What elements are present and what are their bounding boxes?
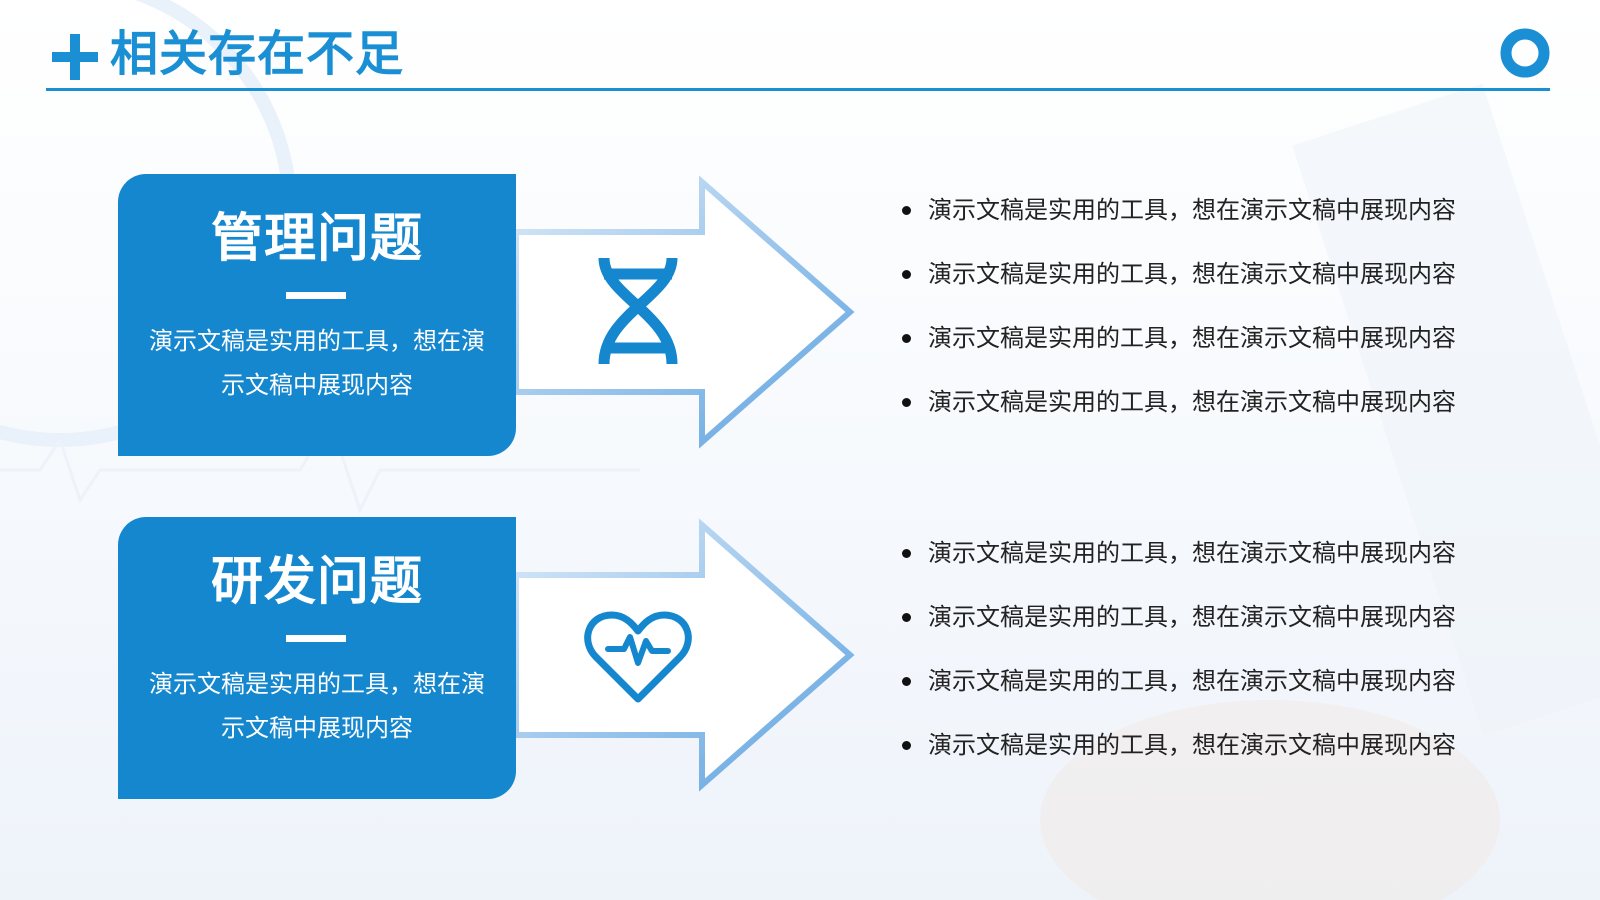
arrow-shape xyxy=(513,518,855,792)
list-item: 演示文稿是实用的工具，想在演示文稿中展现内容 xyxy=(896,318,1556,382)
arrow-shape xyxy=(513,175,855,449)
issue-title: 研发问题 xyxy=(210,552,423,612)
list-item-text: 演示文稿是实用的工具，想在演示文稿中展现内容 xyxy=(928,388,1456,416)
heartbeat-icon xyxy=(584,611,692,703)
bullet-dot xyxy=(902,677,911,686)
issue-description: 演示文稿是实用的工具，想在演示文稿中展现内容 xyxy=(149,327,485,399)
list-item: 演示文稿是实用的工具，想在演示文稿中展现内容 xyxy=(896,190,1556,254)
issue-block-management: 管理问题 演示文稿是实用的工具，想在演示文稿中展现内容 演示文稿是实用的工具，想… xyxy=(0,174,1600,484)
bullet-dot xyxy=(902,206,911,215)
bullet-dot xyxy=(902,741,911,750)
bullet-dot xyxy=(902,613,911,622)
list-item-text: 演示文稿是实用的工具，想在演示文稿中展现内容 xyxy=(928,324,1456,352)
list-item-text: 演示文稿是实用的工具，想在演示文稿中展现内容 xyxy=(928,196,1456,224)
bullet-dot xyxy=(902,270,911,279)
list-item: 演示文稿是实用的工具，想在演示文稿中展现内容 xyxy=(896,254,1556,318)
issue-description: 演示文稿是实用的工具，想在演示文稿中展现内容 xyxy=(149,670,485,742)
page-title: 相关存在不足 xyxy=(110,26,405,82)
list-item-text: 演示文稿是实用的工具，想在演示文稿中展现内容 xyxy=(928,539,1456,567)
ring-icon xyxy=(1500,28,1550,78)
list-item: 演示文稿是实用的工具，想在演示文稿中展现内容 xyxy=(896,382,1556,446)
list-item: 演示文稿是实用的工具，想在演示文稿中展现内容 xyxy=(896,725,1556,789)
issue-block-rnd: 研发问题 演示文稿是实用的工具，想在演示文稿中展现内容 演示文稿是实用的工具，想… xyxy=(0,517,1600,827)
dna-icon xyxy=(598,258,678,364)
plus-icon xyxy=(52,34,98,80)
header-divider xyxy=(46,88,1550,91)
list-item: 演示文稿是实用的工具，想在演示文稿中展现内容 xyxy=(896,533,1556,597)
bullet-list: 演示文稿是实用的工具，想在演示文稿中展现内容 演示文稿是实用的工具，想在演示文稿… xyxy=(896,533,1556,789)
bullet-list: 演示文稿是实用的工具，想在演示文稿中展现内容 演示文稿是实用的工具，想在演示文稿… xyxy=(896,190,1556,446)
title-underline xyxy=(286,292,346,299)
bullet-dot xyxy=(902,549,911,558)
list-item-text: 演示文稿是实用的工具，想在演示文稿中展现内容 xyxy=(928,603,1456,631)
issue-card: 研发问题 演示文稿是实用的工具，想在演示文稿中展现内容 xyxy=(118,517,516,799)
issue-card: 管理问题 演示文稿是实用的工具，想在演示文稿中展现内容 xyxy=(118,174,516,456)
list-item-text: 演示文稿是实用的工具，想在演示文稿中展现内容 xyxy=(928,731,1456,759)
slide-header: 相关存在不足 xyxy=(46,18,1550,91)
list-item: 演示文稿是实用的工具，想在演示文稿中展现内容 xyxy=(896,661,1556,725)
title-underline xyxy=(286,635,346,642)
bullet-dot xyxy=(902,334,911,343)
list-item-text: 演示文稿是实用的工具，想在演示文稿中展现内容 xyxy=(928,667,1456,695)
issue-title: 管理问题 xyxy=(210,209,423,269)
list-item: 演示文稿是实用的工具，想在演示文稿中展现内容 xyxy=(896,597,1556,661)
list-item-text: 演示文稿是实用的工具，想在演示文稿中展现内容 xyxy=(928,260,1456,288)
bullet-dot xyxy=(902,398,911,407)
